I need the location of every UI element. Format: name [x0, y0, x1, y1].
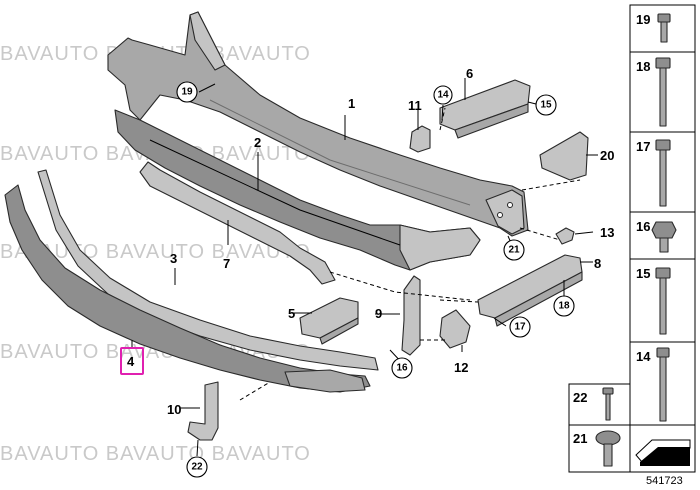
part-9-vertical-bracket[interactable]: [401, 275, 421, 356]
callout-9: 9: [375, 306, 382, 321]
callout-1: 1: [348, 96, 355, 111]
bolt-17-icon: [655, 139, 671, 207]
callout-14: 14: [437, 90, 449, 101]
callout-10: 10: [167, 402, 181, 417]
callout-20: 20: [600, 148, 614, 163]
part-7-guide-strip[interactable]: [139, 161, 336, 285]
callout-4-highlight[interactable]: 4: [120, 340, 144, 375]
callouts: 1 2 3 5 6 7 8 9 10 11 12 13 20: [167, 66, 614, 417]
callout-17: 17: [514, 322, 526, 333]
callout-13: 13: [600, 225, 614, 240]
callout-21: 21: [508, 245, 520, 256]
callout-15: 15: [540, 100, 552, 111]
sidebar-item-14: 14: [636, 349, 651, 364]
callout-11: 11: [408, 98, 422, 113]
figure-number: 541723: [646, 475, 683, 487]
part-11-clip[interactable]: [409, 125, 431, 153]
callout-5: 5: [288, 306, 295, 321]
sidebar-item-18: 18: [636, 59, 650, 74]
callout-8: 8: [594, 256, 601, 271]
sidebar-item-17: 17: [636, 139, 650, 154]
part-1-bumper-carrier[interactable]: [107, 11, 529, 237]
bolt-18-icon: [655, 57, 671, 127]
callout-4: 4: [127, 354, 135, 369]
sidebar-item-15: 15: [636, 266, 650, 281]
part-4-lower-panel[interactable]: [4, 184, 371, 393]
bolt-14-icon: [656, 347, 670, 422]
figure-arrow-icon: [635, 439, 691, 466]
part-10-lower-bracket[interactable]: [187, 381, 219, 441]
callout-16: 16: [396, 363, 408, 374]
callout-2: 2: [254, 135, 261, 150]
sidebar-item-22: 22: [573, 390, 587, 405]
part-8-impact-rail[interactable]: [477, 254, 583, 327]
bolt-19-icon: [657, 13, 671, 43]
screw-22-icon: [602, 387, 614, 421]
callout-18: 18: [558, 301, 570, 312]
callout-19: 19: [181, 87, 193, 98]
callout-7: 7: [223, 256, 230, 271]
part-13-nut-clip[interactable]: [555, 227, 575, 245]
part-5-bracket[interactable]: [299, 297, 359, 345]
part-12-bracket[interactable]: [439, 309, 471, 349]
sidebar-item-19: 19: [636, 12, 650, 27]
part-2-shock-absorber[interactable]: [114, 109, 481, 271]
part-20-side-bracket[interactable]: [539, 131, 589, 181]
screw-21-icon: [595, 430, 621, 467]
sidebar-item-16: 16: [636, 219, 650, 234]
nut-16-icon: [651, 221, 677, 253]
callout-22: 22: [191, 462, 203, 473]
fastener-sidebar: 19 18 17 16 15 14 22 21: [568, 4, 696, 473]
sidebar-item-21: 21: [573, 431, 587, 446]
leader-lines: [174, 78, 598, 457]
watermark-row-5: BAVAUTO BAVAUTO BAVAUTO: [0, 443, 311, 465]
assembly-lines: [239, 107, 581, 401]
callout-6: 6: [466, 66, 473, 81]
callout-3: 3: [170, 251, 177, 266]
part-6-control-unit[interactable]: [439, 79, 531, 139]
bolt-15-icon: [655, 267, 671, 335]
callout-12: 12: [454, 360, 468, 375]
circled-callouts: 19 14 15 21 18 17 16 22: [176, 81, 575, 478]
